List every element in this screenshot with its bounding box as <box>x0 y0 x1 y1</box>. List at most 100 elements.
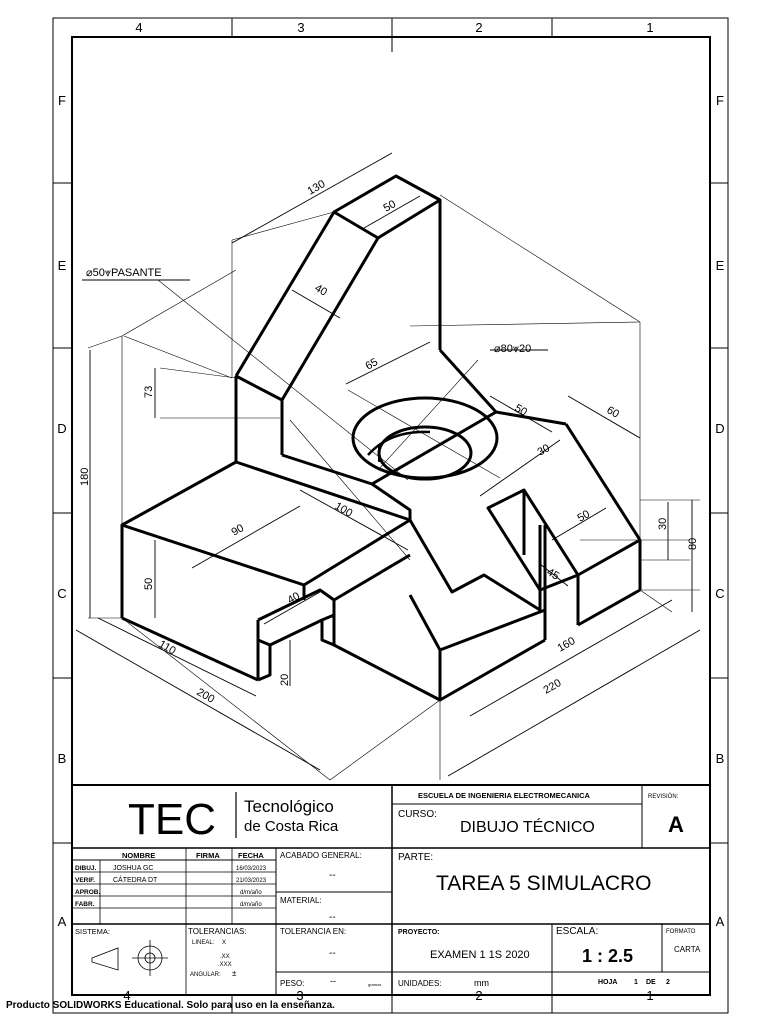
weight-value: -- <box>330 976 336 986</box>
units-label: UNIDADES: <box>398 979 442 988</box>
institution-line1: Tecnológico <box>244 797 334 816</box>
scale-value: 1 : 2.5 <box>582 946 633 966</box>
dim-180: 180 <box>79 468 91 486</box>
isometric-part: 130 50 40 ⌀50⩔PASANTE 73 180 65 ⌀80⩔20 5… <box>75 152 701 781</box>
counterbore-callout: ⌀80⩔20 <box>494 343 531 355</box>
dim-40-slot: 40 <box>286 590 303 607</box>
dim-130: 130 <box>306 178 328 198</box>
system-label: SISTEMA: <box>75 927 110 936</box>
column-label-top: 1 <box>646 20 653 35</box>
course-label: CURSO: <box>398 809 437 820</box>
dim-73: 73 <box>143 386 155 398</box>
dim-40-slope: 40 <box>313 282 330 299</box>
tolerance-x: X <box>222 940 226 946</box>
tolerance-angular: ANGULAR: <box>190 972 221 978</box>
projection-symbol-icon <box>91 940 168 976</box>
sheet-number: 1 <box>634 979 638 986</box>
dim-30-b: 30 <box>657 518 669 530</box>
dim-65: 65 <box>364 356 381 373</box>
row-label-right: D <box>715 421 724 436</box>
institution-line2: de Costa Rica <box>244 818 339 835</box>
tolerances-label: TOLERANCIAS: <box>188 927 247 936</box>
column-label-top: 2 <box>475 20 482 35</box>
dim-20: 20 <box>279 674 291 686</box>
project-label: PROYECTO: <box>398 929 440 936</box>
weight-unit: gramos <box>368 982 381 987</box>
dim-30-a: 30 <box>536 442 553 459</box>
dim-100: 100 <box>333 500 355 520</box>
tolerance-pm: ± <box>232 969 237 978</box>
sheet-label: HOJA <box>598 979 617 986</box>
sheet-of: DE <box>646 979 656 986</box>
revision-value: A <box>668 812 684 837</box>
dim-50-left: 50 <box>143 578 155 590</box>
revision-label: REVISIÓN: <box>648 793 679 800</box>
row-date: 16/03/2023 <box>236 866 267 872</box>
row-label-right: E <box>716 258 725 273</box>
dim-220: 220 <box>542 677 564 697</box>
row-role: DIBUJ. <box>75 865 97 872</box>
tolerance-xx: .XX <box>220 954 230 960</box>
header-name: NOMBRE <box>122 851 155 860</box>
tolerance-in-value: -- <box>329 948 336 959</box>
row-label-left: C <box>57 586 66 601</box>
dim-90: 90 <box>230 522 247 539</box>
tolerance-linear: LINEAL: <box>192 940 215 946</box>
row-date: 21/03/2023 <box>236 878 267 884</box>
column-label-top: 4 <box>135 20 142 35</box>
header-signature: FIRMA <box>196 851 220 860</box>
part-value: TAREA 5 SIMULACRO <box>436 872 652 895</box>
dim-60: 60 <box>605 404 622 421</box>
sheet-frame <box>52 17 729 1014</box>
row-role: APROB. <box>75 889 100 896</box>
construction-lines <box>87 194 700 781</box>
material-value: -- <box>329 912 336 923</box>
material-label: MATERIAL: <box>280 896 322 905</box>
dim-50-c: 50 <box>576 508 593 525</box>
project-value: EXAMEN 1 1S 2020 <box>430 949 530 961</box>
dim-50-top: 50 <box>382 198 399 215</box>
row-name: CÁTEDRA DT <box>113 875 158 884</box>
row-role: VERIF. <box>75 877 95 884</box>
educational-watermark: Producto SOLIDWORKS Educational. Solo pa… <box>6 1000 335 1011</box>
visible-edges <box>120 174 642 702</box>
row-role: FABR. <box>75 901 95 908</box>
row-label-right: C <box>715 586 724 601</box>
dim-50-b: 50 <box>513 402 530 419</box>
school-name: ESCUELA DE INGENIERIA ELECTROMECANICA <box>418 791 591 800</box>
row-date: d/m/año <box>240 890 262 896</box>
logo-text: TEC <box>128 795 216 844</box>
title-block: TEC Tecnológico de Costa Rica ESCUELA DE… <box>71 784 711 996</box>
format-value: CARTA <box>674 945 701 954</box>
sheet-total: 2 <box>666 979 670 986</box>
row-label-left: F <box>58 93 66 108</box>
dim-80: 80 <box>687 538 699 550</box>
dimension-lines <box>75 152 701 777</box>
part-label: PARTE: <box>398 852 433 863</box>
header-date: FECHA <box>238 851 264 860</box>
row-label-left: A <box>58 914 67 929</box>
row-date: d/m/año <box>240 902 262 908</box>
course-value: DIBUJO TÉCNICO <box>460 817 595 836</box>
finish-value: -- <box>329 870 336 881</box>
row-label-left: B <box>58 751 67 766</box>
weight-label: PESO: <box>280 979 304 988</box>
column-label-top: 3 <box>297 20 304 35</box>
row-label-left: E <box>58 258 67 273</box>
dimension-labels: 130 50 40 ⌀50⩔PASANTE 73 180 65 ⌀80⩔20 5… <box>79 178 699 706</box>
tolerance-in-label: TOLERANCIA EN: <box>280 927 346 936</box>
format-label: FORMATO <box>666 929 696 935</box>
hole-callout: ⌀50⩔PASANTE <box>86 267 162 279</box>
scale-label: ESCALA: <box>556 926 598 937</box>
row-label-right: F <box>716 93 724 108</box>
row-label-left: D <box>57 421 66 436</box>
dim-45: 45 <box>545 566 562 583</box>
zone-labels: 4 3 2 1 4 3 2 1 F E D C B A F E D C B A <box>57 20 724 1003</box>
tolerance-xxx: .XXX <box>218 962 232 968</box>
finish-label: ACABADO GENERAL: <box>280 851 362 860</box>
row-label-right: A <box>716 914 725 929</box>
row-name: JOSHUA GC <box>113 865 153 872</box>
counterbore-hole <box>351 396 499 481</box>
dim-160: 160 <box>556 635 578 655</box>
